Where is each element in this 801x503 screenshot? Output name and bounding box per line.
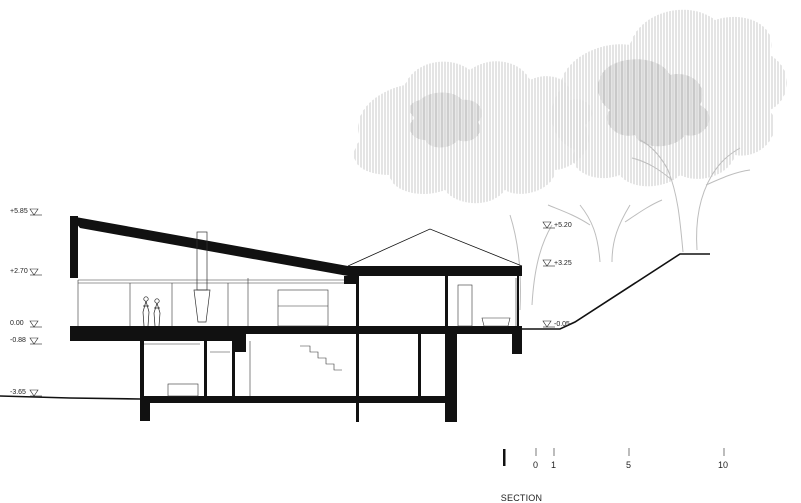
left-wall (70, 216, 78, 278)
lower-wall-left (140, 341, 144, 421)
level-label: +5.85 (10, 208, 28, 215)
building-section (70, 216, 523, 422)
drawing-title: SECTION (500, 493, 543, 503)
ground-floor-slab (70, 326, 522, 334)
level-label: +2.70 (10, 268, 28, 275)
level-label: 0.00 (10, 320, 24, 327)
scale-label: 5 (626, 460, 631, 470)
terrain-line (0, 253, 710, 400)
scale-label: 10 (718, 460, 728, 470)
tree-canopy (354, 9, 787, 204)
fireplace (193, 231, 211, 323)
scale-bar: 0 1 5 10 (503, 448, 728, 470)
level-label: -3.65 (10, 389, 26, 396)
human-figures (142, 296, 161, 327)
level-label: -0.05 (554, 321, 570, 328)
levels-right: +5.20 +3.25 -0.05 (542, 221, 572, 328)
level-label: -0.88 (10, 337, 26, 344)
scale-label: 0 (533, 460, 538, 470)
levels-left: +5.85 +2.70 0.00 -0.88 -3.65 (10, 208, 42, 397)
tree-trunks (509, 139, 751, 311)
level-label: +5.20 (554, 222, 572, 229)
ground-floor-slab-step (70, 334, 240, 341)
roof-slab (70, 216, 522, 276)
scale-label: 1 (551, 460, 556, 470)
hip-roof-outline (347, 228, 523, 267)
basement-slab (140, 396, 457, 403)
level-label: +3.25 (554, 260, 572, 267)
